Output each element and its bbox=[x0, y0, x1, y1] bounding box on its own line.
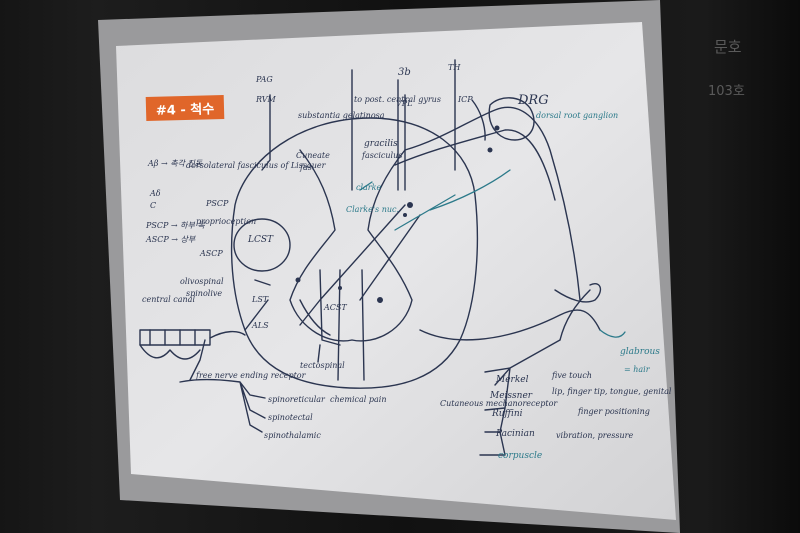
label-3b: 3b bbox=[398, 67, 411, 78]
label-meissner: Meissner bbox=[490, 391, 533, 401]
label-dorsolateral: dorsolateral fasciculus of Lissauer bbox=[186, 161, 326, 170]
label-top-note: to post. central gyrus bbox=[354, 95, 441, 104]
label-icp: ICP bbox=[458, 95, 473, 104]
label-pacinian-note: vibration, pressure bbox=[556, 431, 634, 440]
label-pscp: PSCP bbox=[206, 199, 229, 208]
label-ruffini-note: finger positioning bbox=[578, 407, 650, 416]
label-drg: DRG bbox=[518, 93, 549, 108]
label-clarke: clarke bbox=[356, 183, 382, 192]
label-hair: = hair bbox=[624, 365, 650, 374]
label-spinolive: spinolive bbox=[186, 289, 223, 298]
nucleus-dots bbox=[295, 125, 500, 303]
label-ascp-note: ASCP → 상부 bbox=[146, 235, 196, 244]
label-gracilis: gracilis bbox=[364, 139, 398, 149]
label-cuneate-sub: fas. bbox=[300, 163, 315, 172]
label-cuneate: Cuneate bbox=[296, 151, 330, 160]
label-lcst: LCST bbox=[248, 235, 274, 245]
label-meissner-note: lip, finger tip, tongue, genital bbox=[552, 387, 672, 396]
spinal-cord-drawing bbox=[139, 59, 602, 456]
gray-matter bbox=[289, 149, 413, 342]
drg-ganglion bbox=[488, 97, 535, 141]
label-chemical-pain: chemical pain bbox=[330, 395, 387, 404]
label-olivospinal: olivospinal bbox=[180, 277, 224, 286]
slide-title: #4 - 척수 bbox=[145, 94, 225, 122]
label-th: TH bbox=[448, 63, 461, 72]
label-spinothalamic: spinothalamic bbox=[264, 431, 321, 440]
teal-annotations bbox=[359, 169, 626, 338]
label-drg-sub: dorsal root ganglion bbox=[536, 111, 619, 120]
label-tectospinal: tectospinal bbox=[300, 361, 345, 370]
label-pscp-note: PSCP → 하부 목 bbox=[146, 221, 205, 230]
label-free-nerve: free nerve ending receptor bbox=[196, 371, 306, 380]
receptor-branches bbox=[479, 339, 561, 456]
label-glabrous: glabrous bbox=[620, 347, 660, 357]
label-als: ALS bbox=[252, 321, 269, 330]
lcst-circle bbox=[233, 218, 291, 272]
dermatome-box bbox=[139, 329, 211, 346]
label-merkel: Merkel bbox=[496, 375, 529, 385]
label-pag: PAG bbox=[256, 75, 273, 84]
label-proprioception: proprioception bbox=[196, 217, 257, 226]
label-c-fibers: C bbox=[150, 201, 157, 210]
label-spinotectal: spinotectal bbox=[268, 413, 313, 422]
label-gracilis-sub: fasciculus bbox=[362, 151, 403, 160]
label-merkel-note: five touch bbox=[552, 371, 592, 380]
label-rvm: RVM bbox=[256, 95, 276, 104]
wall-sign-room: 103호 bbox=[708, 84, 745, 99]
wall-sign-top: 문호 bbox=[714, 38, 742, 56]
label-cutaneous: Cutaneous mechanoreceptor bbox=[440, 399, 558, 408]
label-pacinian: Pacinian bbox=[496, 429, 535, 439]
free-nerve-tree bbox=[179, 379, 266, 433]
label-corpuscle: corpuscle bbox=[498, 451, 543, 461]
label-acst: ACST bbox=[324, 303, 347, 312]
label-ruffini: Ruffini bbox=[492, 409, 523, 419]
label-vpl: VPL bbox=[396, 99, 413, 108]
label-ad-fibers: Aδ bbox=[150, 189, 161, 198]
label-ab-fibers: Aβ → 촉각 진동 bbox=[148, 159, 203, 168]
label-central-canal: central canal bbox=[142, 295, 196, 304]
label-lst: LST bbox=[252, 295, 269, 304]
label-clarke-sub: Clarke's nuc. bbox=[346, 205, 400, 214]
label-spinoreticular: spinoreticular bbox=[268, 395, 325, 404]
dorsal-root bbox=[404, 106, 581, 301]
label-ascp: ASCP bbox=[200, 249, 223, 258]
spinal-nerve bbox=[554, 283, 602, 303]
label-substantia: substantia gelatinosa bbox=[298, 111, 385, 120]
